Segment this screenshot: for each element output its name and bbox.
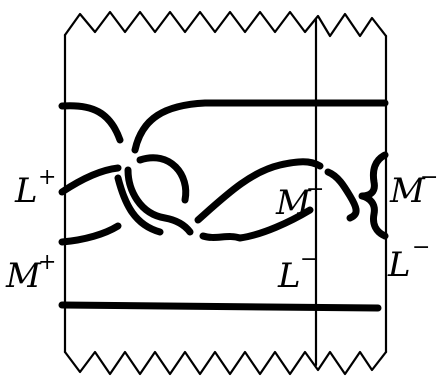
strand-loop-upper xyxy=(140,158,186,200)
label-m-plus: M + xyxy=(5,250,56,296)
strand-top-left-hook xyxy=(62,106,120,140)
label-l-minus-inner: L − xyxy=(277,247,318,296)
tangle-strands xyxy=(62,103,385,308)
strand-m-plus xyxy=(62,226,118,242)
label-l-plus: L + xyxy=(14,165,56,211)
strand-right-hook xyxy=(328,172,356,218)
label-l-minus-inner-base: L xyxy=(277,256,301,296)
label-l-plus-base: L xyxy=(14,171,38,211)
zigzag-bottom-edge xyxy=(65,352,386,374)
strand-l-plus xyxy=(62,168,118,192)
label-m-minus-outer: M − xyxy=(389,165,437,211)
label-l-plus-mark: + xyxy=(38,165,56,190)
label-l-minus-inner-mark: − xyxy=(300,247,318,272)
label-l-minus-outer: L − xyxy=(387,235,430,285)
label-m-plus-base: M xyxy=(5,256,42,296)
zigzag-top-edge xyxy=(65,12,386,36)
strand-bottom-line xyxy=(62,305,378,308)
label-l-minus-outer-mark: − xyxy=(412,235,430,260)
label-m-minus-inner-mark: − xyxy=(306,177,324,202)
label-m-minus-outer-mark: − xyxy=(420,165,437,190)
label-m-plus-mark: + xyxy=(38,250,56,275)
strand-top-arc xyxy=(135,103,385,150)
label-l-minus-outer-base: L xyxy=(387,245,411,285)
strand-right-brace xyxy=(362,155,385,236)
